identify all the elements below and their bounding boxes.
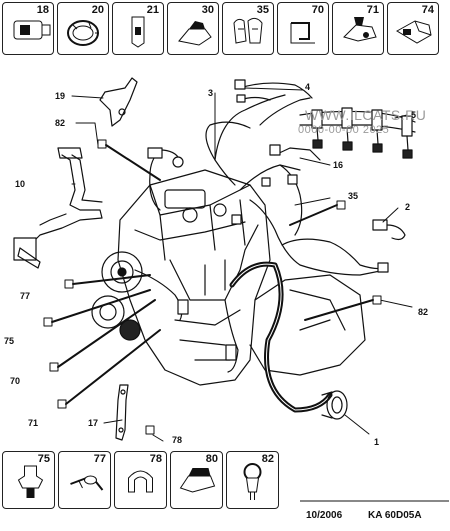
top-part-tile-74: 74 bbox=[387, 2, 439, 55]
stud-clip-icon bbox=[17, 465, 44, 498]
callout-78: 78 bbox=[172, 435, 183, 445]
part-number: 71 bbox=[366, 4, 379, 16]
callout-10: 10 bbox=[15, 179, 26, 189]
part-number: 82 bbox=[261, 453, 274, 465]
connector-plug-icon bbox=[13, 20, 51, 40]
strap-clip-icon bbox=[70, 475, 104, 491]
part-number: 75 bbox=[37, 453, 50, 465]
part-number: 18 bbox=[36, 4, 49, 16]
bracket-16 bbox=[274, 147, 321, 171]
bottom-part-tile-82: 82 bbox=[226, 451, 279, 509]
callout-35: 35 bbox=[348, 191, 359, 201]
callout-1: 1 bbox=[374, 437, 380, 447]
harness-grommet bbox=[321, 390, 348, 420]
bracket-19 bbox=[99, 77, 138, 127]
double-clip-icon bbox=[233, 17, 263, 44]
callout-16: 16 bbox=[333, 160, 344, 170]
part-number: 77 bbox=[93, 453, 106, 465]
callout-3: 3 bbox=[208, 88, 214, 98]
bottom-part-tile-77: 77 bbox=[58, 451, 111, 509]
part-number: 20 bbox=[91, 4, 104, 16]
top-part-tile-71: 71 bbox=[332, 2, 384, 55]
callout-82-top: 82 bbox=[55, 118, 66, 128]
footer-date: 10/2006 bbox=[306, 510, 343, 521]
cable-tie-icon bbox=[243, 463, 262, 500]
part-number: 80 bbox=[205, 453, 218, 465]
edge-clip-icon bbox=[179, 468, 216, 493]
callout-77: 77 bbox=[20, 291, 31, 301]
injector-harness-5 bbox=[299, 107, 416, 159]
watermark-line-1: WWW.ILCATS.RU bbox=[305, 107, 427, 123]
top-part-tile-30: 30 bbox=[167, 2, 219, 55]
callout-71: 71 bbox=[28, 418, 39, 428]
part-number: 30 bbox=[201, 4, 214, 16]
part-number: 78 bbox=[149, 453, 162, 465]
callout-4: 4 bbox=[305, 82, 311, 92]
part-number: 35 bbox=[256, 4, 269, 16]
part-number: 70 bbox=[311, 4, 324, 16]
top-part-tile-18: 18 bbox=[2, 2, 54, 55]
bottom-part-tile-80: 80 bbox=[170, 451, 223, 509]
saddle-clip-icon bbox=[128, 470, 153, 493]
harness-3 bbox=[205, 94, 286, 186]
top-part-tile-21: 21 bbox=[112, 2, 164, 55]
tie-clip-icon bbox=[396, 20, 432, 44]
push-clip-icon bbox=[178, 21, 212, 46]
bracket-clip-icon bbox=[131, 16, 145, 48]
top-part-tile-70: 70 bbox=[277, 2, 329, 55]
callout-82-right: 82 bbox=[418, 307, 429, 317]
cable-ring-icon bbox=[67, 20, 99, 46]
part-number: 74 bbox=[421, 4, 434, 16]
top-part-tile-35: 35 bbox=[222, 2, 274, 55]
cable-holder-icon bbox=[290, 22, 315, 44]
alternator-pulley bbox=[91, 251, 143, 341]
bracket-17 bbox=[115, 384, 129, 441]
gearbox bbox=[249, 274, 366, 376]
callout-5: 5 bbox=[411, 110, 417, 120]
footer-code: KA 60D05A bbox=[368, 510, 422, 521]
callout-17: 17 bbox=[88, 418, 99, 428]
part-number: 21 bbox=[146, 4, 159, 16]
callout-2: 2 bbox=[405, 202, 411, 212]
callout-19: 19 bbox=[55, 91, 66, 101]
coolant-hose-10 bbox=[13, 147, 103, 269]
top-part-tile-20: 20 bbox=[57, 2, 109, 55]
callout-70: 70 bbox=[10, 376, 21, 386]
bottom-part-tile-75: 75 bbox=[2, 451, 55, 509]
engine-block bbox=[117, 169, 271, 386]
watermark-line-2: 0000-00-00 2025 bbox=[298, 124, 390, 136]
fir-tree-clip-icon bbox=[343, 17, 377, 42]
bottom-part-tile-78: 78 bbox=[114, 451, 167, 509]
callout-75: 75 bbox=[4, 336, 15, 346]
